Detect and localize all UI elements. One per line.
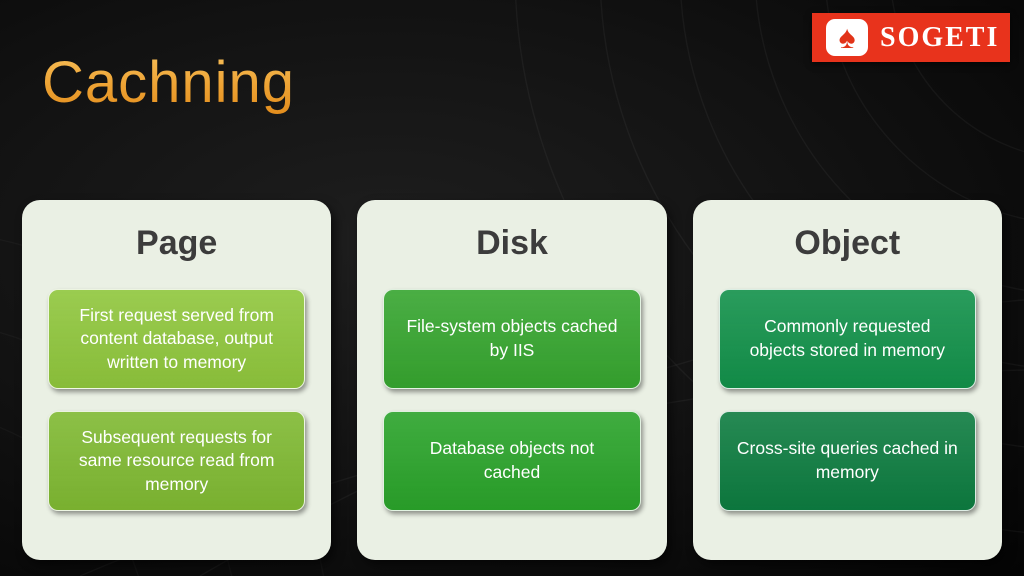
info-box: Cross-site queries cached in memory bbox=[718, 411, 976, 511]
info-box: First request served from content databa… bbox=[48, 289, 306, 389]
info-box: Subsequent requests for same resource re… bbox=[48, 411, 306, 511]
column-page: Page First request served from content d… bbox=[22, 200, 332, 560]
slide-title: Cachning bbox=[42, 49, 296, 115]
info-box: Database objects not cached bbox=[383, 411, 641, 511]
info-box: File-system objects cached by IIS bbox=[383, 289, 641, 389]
column-heading: Page bbox=[136, 224, 218, 262]
column-object: Object Commonly requested objects stored… bbox=[692, 200, 1002, 560]
columns-container: Page First request served from content d… bbox=[22, 200, 1002, 560]
info-box: Commonly requested objects stored in mem… bbox=[718, 289, 976, 389]
column-heading: Disk bbox=[476, 224, 548, 262]
logo-brand-text: SOGETI bbox=[880, 21, 1000, 53]
spade-icon: ♠ bbox=[826, 19, 868, 56]
column-disk: Disk File-system objects cached by IIS D… bbox=[357, 200, 667, 560]
sogeti-logo: ♠ SOGETI bbox=[812, 13, 1010, 62]
column-heading: Object bbox=[794, 224, 901, 262]
